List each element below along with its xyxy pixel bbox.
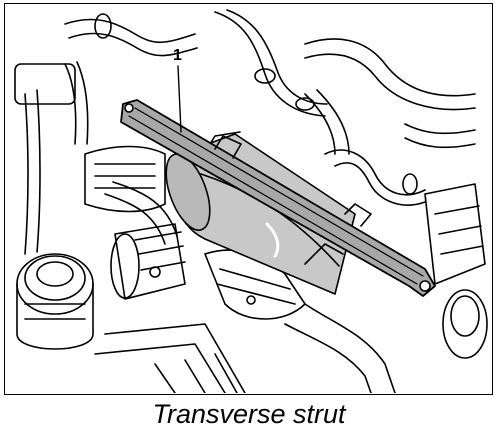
figure-caption: Transverse strut (152, 399, 346, 429)
callout-leader (177, 65, 182, 133)
engine-components (14, 9, 488, 393)
engine-bay-drawing (14, 9, 488, 393)
illustration-frame: 1 (4, 3, 493, 395)
transverse-strut (120, 99, 436, 297)
callout-number: 1 (173, 47, 182, 64)
